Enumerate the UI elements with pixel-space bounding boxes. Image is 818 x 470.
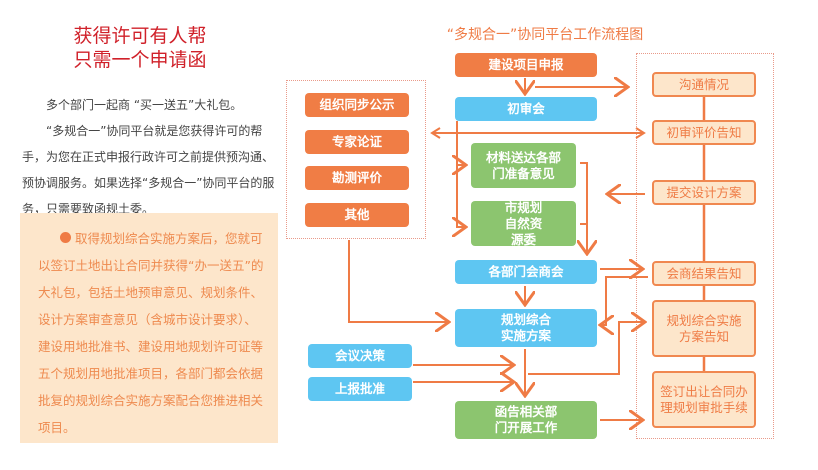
box-submit-design: 提交设计方案	[652, 180, 756, 205]
box-consultation: 各部门会商会	[455, 260, 597, 284]
flowchart-title: “多规合一”协同平台工作流程图	[446, 27, 644, 43]
arrow-left-group-to-plan	[348, 240, 449, 322]
intro-paragraph-1: 多个部门一起商 “买一送五”大礼包。	[46, 98, 243, 112]
arrow-result-to-plan	[600, 276, 648, 325]
box-city-planning: 市规划自然资源委	[471, 200, 576, 247]
intro-paragraph-2: “多规合一”协同平台就是您获得许可的帮手，为您在正式申报行政许可之前提供预沟通、…	[22, 124, 275, 216]
bullet-icon	[60, 232, 71, 243]
page-title: 获得许可有人帮 只需一个申请函	[40, 24, 240, 72]
note-text: 取得规划综合实施方案后，您就可以签订土地出让合同并获得“办一送五”的大礼包，包括…	[38, 231, 264, 435]
box-contract: 签订出让合同办理规划审批手续	[652, 371, 756, 428]
box-expert-review: 专家论证	[305, 130, 409, 154]
box-meeting-decision: 会议决策	[308, 344, 412, 368]
right-group-frame	[636, 53, 774, 439]
intro-text: 多个部门一起商 “买一送五”大礼包。 “多规合一”协同平台就是您获得许可的帮手，…	[22, 92, 280, 222]
title-line-1: 获得许可有人帮	[73, 25, 207, 47]
note-box: 取得规划综合实施方案后，您就可以签订土地出让合同并获得“办一送五”的大礼包，包括…	[20, 213, 278, 443]
box-initial-meeting: 初审会	[455, 97, 597, 121]
arrow-to-plan-notice	[528, 322, 645, 375]
box-result-notice: 会商结果告知	[652, 261, 756, 286]
box-communication: 沟通情况	[652, 72, 756, 97]
box-public-notice: 组织同步公示	[305, 93, 409, 117]
arrow-head-left	[430, 127, 441, 139]
box-report-approval: 上报批准	[308, 377, 412, 401]
title-line-2: 只需一个申请函	[73, 49, 207, 71]
box-plan-notice: 规划综合实施方案告知	[652, 300, 756, 357]
box-apply: 建设项目申报	[455, 53, 597, 77]
left-group-frame	[286, 80, 426, 239]
box-initial-notice: 初审评价告知	[652, 120, 756, 145]
box-notify: 函告相关部门开展工作	[455, 401, 597, 439]
box-survey: 勘测评价	[305, 166, 409, 190]
box-materials: 材料送达各部门准备意见	[471, 143, 576, 188]
bracket-right	[580, 162, 588, 254]
arrow-to-city	[457, 121, 466, 227]
box-plan: 规划综合实施方案	[455, 309, 597, 347]
box-other: 其他	[305, 203, 409, 227]
